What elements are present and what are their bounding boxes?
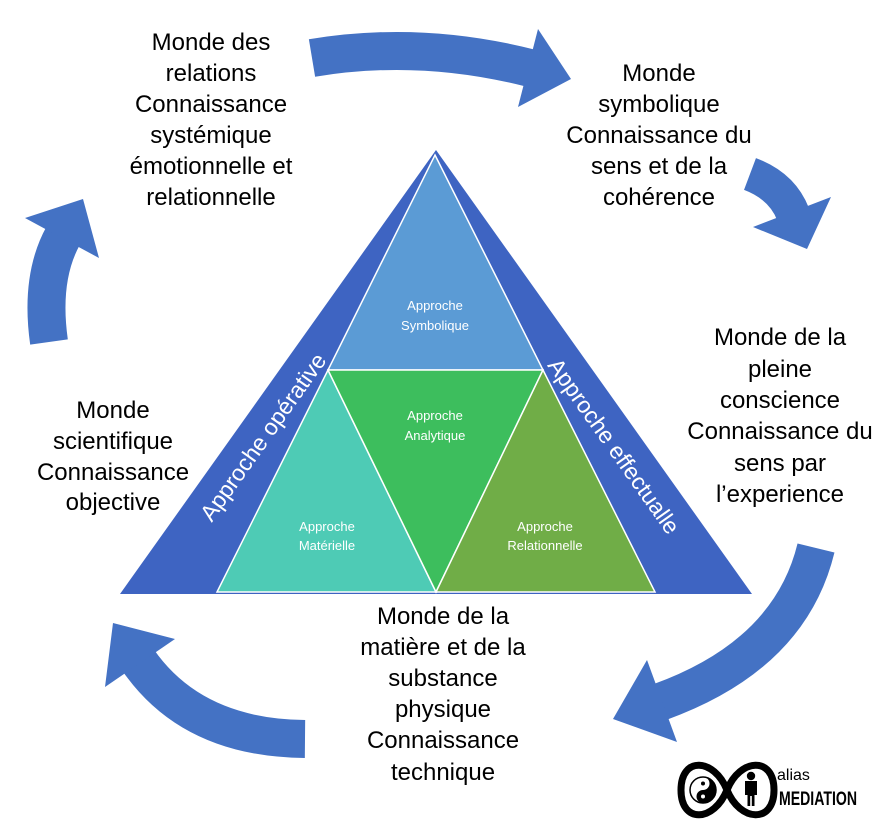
label-symbolique: Approche Symbolique [401, 298, 469, 333]
label-line: Connaissance du [566, 122, 751, 149]
triangle-relationnelle [434, 368, 657, 593]
logo-mediation-text: MEDIATION [779, 789, 857, 810]
person-head [746, 771, 756, 781]
label-line: sens par [734, 450, 826, 477]
label-line: symbolique [598, 91, 719, 118]
arrow-body [653, 543, 835, 720]
label-analytique: Approche Analytique [405, 408, 466, 443]
arrow-relations-to-symbolique [308, 29, 571, 107]
monde-scientifique: Monde scientifique Connaissance objectiv… [37, 397, 189, 516]
label-line: émotionnelle et [130, 153, 293, 180]
label-line: Connaissance [135, 91, 287, 118]
label-line: pleine [748, 356, 812, 383]
label-line: physique [395, 696, 491, 723]
arrow-matiere-to-scientifique [105, 623, 306, 758]
arrowhead-icon [518, 29, 571, 107]
label-line: Monde [76, 397, 149, 424]
monde-pleine-conscience: Monde de la pleine conscience Connaissan… [687, 324, 872, 508]
yin-yang-icon [689, 776, 717, 804]
arrow-body [122, 648, 306, 758]
label-line: cohérence [603, 184, 715, 211]
cycle-arrows [25, 29, 835, 758]
label-line: conscience [720, 387, 840, 414]
arrowhead-icon [753, 197, 831, 249]
label-line: systémique [150, 122, 271, 149]
yin-yang-dot-light [701, 794, 705, 799]
label-materielle: Approche Matérielle [299, 519, 355, 553]
infinity-yin-yang-person-icon [677, 761, 778, 819]
arrow-body [308, 31, 535, 87]
yin-yang-dot-dark [701, 781, 705, 786]
label-line: Relationnelle [507, 538, 582, 553]
label-line: Connaissance [37, 459, 189, 486]
person-icon [745, 771, 757, 806]
label-line: Symbolique [401, 318, 469, 333]
infinity-icon [677, 761, 778, 819]
label-line: Monde [622, 60, 695, 87]
label-line: relations [166, 60, 257, 87]
label-line: Approche [299, 519, 355, 534]
label-line: Connaissance du [687, 418, 872, 445]
label-line: Approche [517, 519, 573, 534]
label-line: substance [388, 665, 497, 692]
label-line: relationnelle [146, 184, 275, 211]
arrow-body [743, 158, 809, 222]
arrow-scientifique-to-relations [25, 199, 99, 345]
label-line: Analytique [405, 428, 466, 443]
logo-alias-text: alias [777, 767, 810, 784]
pyramid: Approche Symbolique Approche Analytique … [120, 150, 752, 594]
logo: alias MEDIATION [677, 761, 857, 819]
label-line: Approche [407, 408, 463, 423]
label-line: l’experience [716, 481, 844, 508]
monde-matiere: Monde de la matière et de la substance p… [360, 603, 526, 786]
label-line: sens et de la [591, 153, 728, 180]
label-line: scientifique [53, 428, 173, 455]
label-line: technique [391, 759, 495, 786]
label-line: matière et de la [360, 634, 526, 661]
label-line: Monde des [152, 29, 271, 56]
arrowhead-icon [613, 660, 677, 742]
monde-symbolique: Monde symbolique Connaissance du sens et… [566, 60, 751, 211]
label-line: Monde de la [377, 603, 510, 630]
label-relationnelle: Approche Relationnelle [507, 519, 582, 553]
arrowhead-icon [105, 623, 175, 687]
person-body [745, 781, 757, 806]
monde-relations: Monde des relations Connaissance systémi… [130, 29, 293, 211]
label-line: objective [66, 489, 161, 516]
arrowhead-icon [25, 199, 99, 258]
label-line: Matérielle [299, 538, 355, 553]
label-line: Connaissance [367, 727, 519, 754]
label-line: Approche [407, 298, 463, 313]
arrow-conscience-to-matiere [613, 543, 835, 742]
arrow-symbolique-to-conscience [743, 158, 831, 249]
arrow-body [27, 226, 80, 345]
label-line: Monde de la [714, 324, 847, 351]
